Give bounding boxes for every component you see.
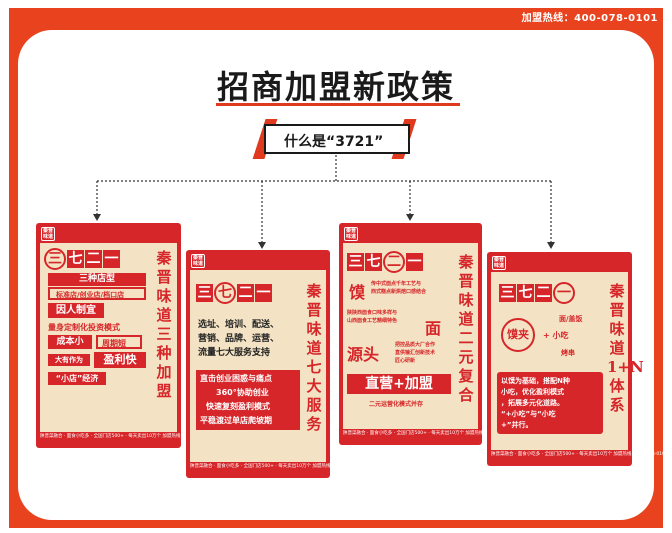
card-heading-numbers: 三 七 二 一 (347, 251, 423, 273)
heading-num-3: 三 (347, 253, 364, 271)
card-item: 三种店型 (48, 273, 146, 286)
card-item-block (196, 370, 300, 430)
policy-card-dual-model: 秦晋味道 三 七 二 一 秦晋味道二元复合 馍 传中式面点千年工艺与 西式糕点新… (339, 223, 520, 445)
card-item: 以馍为基础，搭配N种 (501, 377, 570, 385)
card-heading-numbers: 三 七 二 一 (499, 282, 575, 304)
heading-num-1: 一 (406, 253, 423, 271)
card-item: 360°协助创业 (216, 388, 269, 397)
brand-logo-icon: 秦晋味道 (344, 227, 358, 241)
card-item: 陕陕西面食口味多样与 (347, 310, 398, 316)
card-side-title: 秦晋味道1+N体系 (607, 282, 644, 414)
arrow-4-icon (547, 242, 555, 249)
heading-num-3: 三 (499, 284, 516, 302)
card-item: 选址、培训、配送、 (198, 320, 280, 330)
heading-num-1: 一 (553, 282, 575, 304)
heading-num-7: 七 (365, 253, 382, 271)
card-item: 西式糕点新烘焙口感结合 (371, 289, 427, 295)
card-item: 大有作为 (48, 354, 90, 366)
card-side-title: 秦晋味道七大服务 (306, 282, 322, 433)
brand-logo-icon: 秦晋味道 (41, 227, 55, 241)
card-footer: 陕晋菜融合 · 面食小吃多 · 全国门店500+ · 每天卖出10万个 加盟热线… (190, 464, 367, 476)
heading-num-1: 一 (103, 250, 120, 268)
card-item: + 小吃 (543, 331, 569, 340)
card-item: 把控品质大厂合作 (395, 342, 436, 348)
card-item: 盈利快 (94, 352, 146, 368)
hotline-text: 加盟热线：400-078-0101 (521, 13, 658, 24)
card-item: 山西面食工艺精细特色 (347, 318, 398, 324)
card-item: 标准店/创业店/档口店 (48, 287, 146, 300)
heading-num-3: 三 (196, 284, 213, 302)
card-item: ，拓展多元化道路。 (501, 399, 564, 407)
card-footer: 陕晋菜融合 · 面食小吃多 · 全国门店500+ · 每天卖出10万个 加盟热线… (40, 434, 217, 446)
card-item: 周期短 (96, 335, 142, 349)
title-underline (216, 103, 460, 106)
card-item: 直营+加盟 (347, 374, 451, 394)
heading-num-7: 七 (214, 282, 236, 304)
heading-num-1: 一 (255, 284, 272, 302)
page-title: 招商加盟新政策 (216, 68, 455, 106)
policy-card-one-plus-n: 秦晋味道 三 七 二 一 秦晋味道1+N体系 馍夹 面/盖饭 + 小吃 烤串 以… (487, 252, 668, 466)
heading-num-7: 七 (517, 284, 534, 302)
card-item-block (497, 372, 603, 434)
arrow-2-icon (258, 242, 266, 249)
card-item: 馍 (349, 283, 366, 302)
card-item: 传中式面点千年工艺与 (371, 281, 422, 287)
card-footer: 陕晋菜融合 · 面食小吃多 · 全国门店500+ · 每天卖出10万个 加盟热线… (491, 452, 668, 464)
card-item: “+小吃”与“小吃 (501, 410, 556, 418)
card-side-title: 秦晋味道二元复合 (458, 253, 474, 404)
card-item: 直击创业困惑与痛点 (200, 374, 272, 383)
brand-logo-icon: 秦晋味道 (492, 256, 506, 270)
card-footer: 陕晋菜融合 · 面食小吃多 · 全国门店500+ · 每天卖出10万个 加盟热线… (343, 431, 520, 443)
policy-card-seven-services: 秦晋味道 三 七 二 一 秦晋味道七大服务 选址、培训、配送、 营销、品牌、运营… (186, 250, 367, 478)
card-item: “小店”经济 (48, 372, 106, 385)
arrow-1-icon (93, 214, 101, 221)
heading-num-3: 三 (44, 248, 66, 270)
card-item: 平稳渡过单店爬坡期 (200, 416, 272, 425)
brand-logo-icon: 秦晋味道 (191, 254, 205, 268)
card-heading-numbers: 三 七 二 一 (196, 282, 272, 304)
card-item: 二元运营化模式并存 (369, 401, 424, 408)
card-item: 小吃，优化盈利模式 (501, 388, 564, 396)
card-heading-numbers: 三 七 二 一 (44, 248, 120, 270)
card-item: 匠心研新 (395, 358, 416, 364)
heading-num-2: 二 (237, 284, 254, 302)
card-item: 流量七大服务支持 (198, 348, 271, 358)
heading-num-2: 二 (383, 251, 405, 273)
mojia-circle-icon: 馍夹 (501, 318, 535, 352)
card-item: 成本小 (48, 335, 92, 349)
arrow-3-icon (406, 214, 414, 221)
policy-card-three-store-types: 秦晋味道 三 七 二 一 秦晋味道三种加盟 三种店型 标准店/创业店/档口店 因… (36, 223, 217, 448)
card-item: 因人制宜 (48, 303, 104, 318)
card-side-title: 秦晋味道三种加盟 (156, 249, 172, 400)
card-item: 直供输汇创新技术 (395, 350, 436, 356)
question-box: 什么是“3721” (264, 124, 410, 154)
card-item: 面/盖饭 (559, 315, 583, 323)
card-inner (343, 243, 478, 429)
card-item: 量身定制化投资模式 (48, 323, 120, 332)
heading-num-2: 二 (535, 284, 552, 302)
card-item: 源头 (347, 345, 380, 364)
card-item: 快速复刻盈利模式 (206, 402, 270, 411)
card-item: 面 (425, 319, 442, 338)
heading-num-7: 七 (67, 250, 84, 268)
card-item: 营销、品牌、运营、 (198, 334, 280, 344)
heading-num-2: 二 (85, 250, 102, 268)
question-text: 什么是“3721” (284, 134, 384, 150)
card-item: +”并行。 (501, 421, 533, 429)
card-inner (190, 270, 326, 462)
card-item: 烤串 (561, 349, 575, 357)
